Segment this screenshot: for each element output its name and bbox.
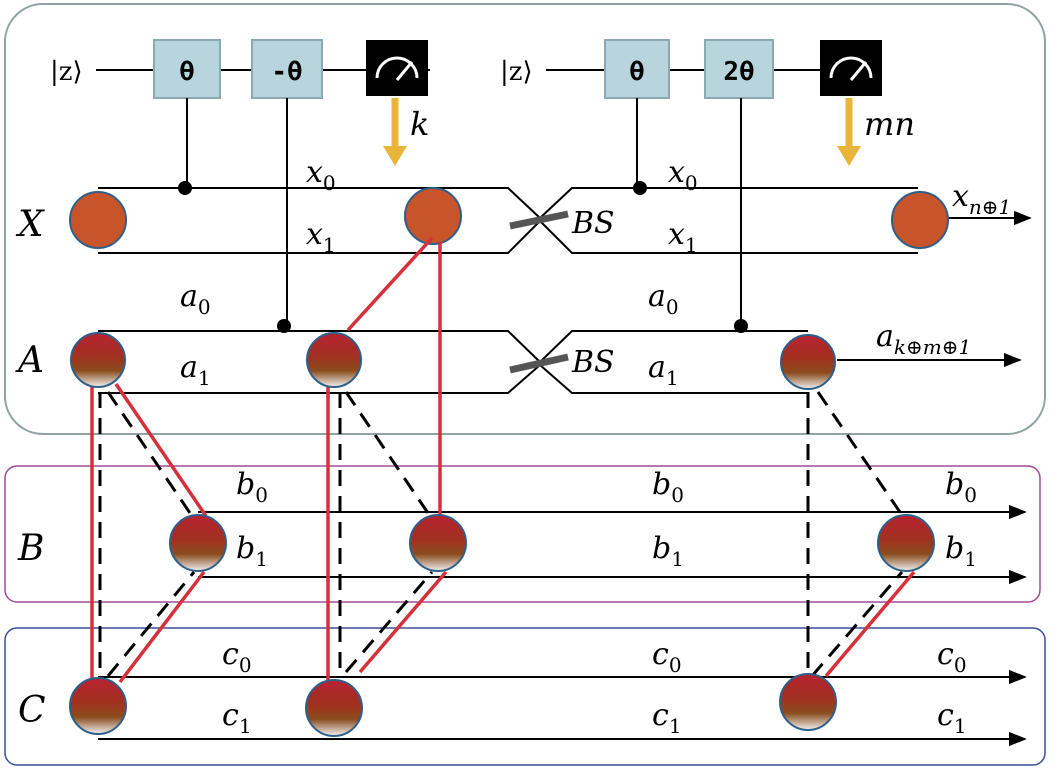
mode-b0-label: b0 (236, 467, 268, 507)
system-c-label: C (18, 690, 46, 731)
mode-x1-label: x1 (306, 217, 336, 257)
beam-splitter-x-label: BS (571, 206, 615, 241)
ket-left: |z⟩ (50, 57, 83, 87)
system-x-label: X (15, 204, 45, 245)
panel-c (4, 627, 1046, 766)
mode-x0-label: x0 (306, 155, 336, 195)
ket-right: |z⟩ (500, 57, 533, 87)
gate-theta-left (153, 39, 221, 99)
mode-b0-label-mid: b0 (652, 467, 684, 507)
meter-left (366, 40, 428, 96)
qubit-x-2 (404, 187, 462, 245)
panel-b (4, 465, 1041, 603)
mode-c0-label-mid: c0 (652, 637, 682, 677)
qubit-b-1 (169, 514, 227, 572)
meter-right (820, 40, 882, 96)
measurement-arrowhead-left (383, 146, 407, 166)
link-dashed (810, 571, 904, 677)
gate-theta-left-label: θ (179, 57, 195, 87)
x-rail-upper-right (539, 187, 918, 219)
system-a-label: A (15, 340, 44, 381)
qubit-a-1 (70, 332, 126, 388)
left-control-circuit: |z⟩ θ -θ k (50, 39, 430, 333)
link-red (118, 570, 206, 684)
gate-two-theta-label: 2θ (723, 57, 754, 87)
link-dashed (106, 571, 196, 677)
system-a: A BS a0 a1 a0 a1 ak⊕m⊕1 (15, 279, 1022, 394)
link-red (114, 383, 208, 517)
system-b-label: B (17, 528, 44, 569)
gate-theta-right (604, 39, 670, 99)
mode-c0-label-right: c0 (937, 637, 967, 677)
a-rail-upper-left (98, 330, 541, 363)
qubit-a-3 (780, 334, 836, 390)
qubit-a-2 (306, 332, 362, 388)
mode-b1-label: b1 (236, 531, 268, 571)
entanglement-links (90, 236, 916, 688)
qubits (69, 332, 935, 737)
system-b: B b0 b1 b0 b1 b0 b1 (17, 467, 1027, 585)
system-c: C c0 c1 c0 c1 c0 c1 (18, 637, 1027, 747)
gate-minus-theta-label: -θ (271, 57, 302, 87)
gate-theta-right-label: θ (629, 57, 645, 87)
qubit-b-3 (877, 514, 935, 572)
beam-splitter-a (509, 353, 569, 374)
gate-two-theta (704, 39, 774, 99)
qubit-c-3 (779, 673, 837, 731)
qubit-c-2 (305, 679, 363, 737)
mode-a1-label-right: a1 (648, 350, 679, 390)
link-dashed (344, 391, 432, 517)
right-control-circuit: |z⟩ θ 2θ mn (500, 39, 915, 333)
link-dashed (106, 391, 194, 517)
measurement-result-right: mn (864, 105, 915, 143)
qubit-c-1 (69, 677, 127, 735)
gate-minus-theta (251, 39, 323, 99)
x-rail-upper-left (98, 187, 541, 219)
mode-c0-label: c0 (222, 637, 252, 677)
qubit-x-1 (69, 191, 127, 249)
a-output-label: ak⊕m⊕1 (876, 319, 971, 359)
link-dashed (344, 571, 434, 673)
x-rail-lower-right (539, 220, 918, 254)
panel-top (4, 3, 1046, 435)
a-rail-lower-right (539, 364, 808, 394)
qubit-b-2 (409, 514, 467, 572)
mode-x1-label-right: x1 (668, 217, 698, 257)
link-red (824, 570, 916, 678)
a-rail-lower-left (98, 364, 541, 394)
x-rail-lower-left (98, 220, 541, 254)
mode-c1-label-right: c1 (937, 698, 967, 738)
mode-a0-label: a0 (180, 279, 211, 319)
meter-icon (375, 56, 419, 81)
control-dot-a-right (734, 319, 748, 333)
link-red (358, 570, 448, 674)
measurement-arrowhead-right (837, 146, 861, 166)
beam-splitter-a-label: BS (571, 345, 615, 380)
qubit-x-3 (891, 191, 949, 249)
mode-b0-label-right: b0 (945, 467, 977, 507)
mode-c1-label: c1 (222, 698, 252, 738)
measurement-result-left: k (410, 105, 429, 143)
link-red (346, 236, 434, 332)
mode-b1-label-right: b1 (945, 531, 977, 571)
link-dashed (816, 391, 906, 519)
mode-a0-label-right: a0 (648, 279, 679, 319)
mode-a1-label: a1 (180, 350, 211, 390)
meter-icon (829, 56, 873, 81)
beam-splitter-x (509, 210, 569, 230)
control-dot-a-left (277, 319, 291, 333)
mode-x0-label-right: x0 (668, 155, 698, 195)
system-x: X BS x0 x1 x0 x1 xn⊕1 (15, 155, 1032, 257)
a-rail-upper-right (539, 330, 808, 363)
x-output-label: xn⊕1 (952, 179, 1011, 219)
mode-c1-label-mid: c1 (652, 698, 682, 738)
mode-b1-label-mid: b1 (652, 531, 684, 571)
